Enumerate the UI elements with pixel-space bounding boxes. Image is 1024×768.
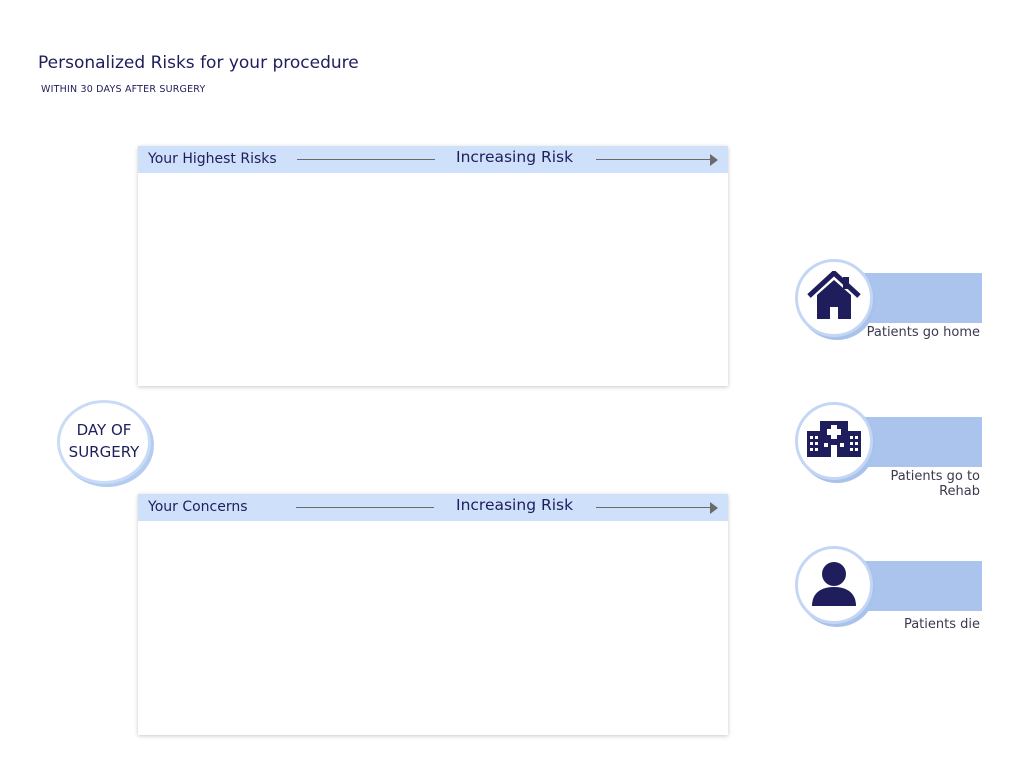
- arrow-right-icon: [710, 154, 718, 166]
- person-icon: [810, 559, 858, 611]
- increasing-risk-label: Increasing Risk: [456, 496, 574, 514]
- highest-risks-header: Your Highest Risks Increasing Risk: [138, 146, 728, 173]
- concerns-label: Your Concerns: [148, 499, 248, 515]
- page-subtitle: WITHIN 30 DAYS AFTER SURGERY: [41, 84, 206, 95]
- axis-line-left: [296, 507, 434, 508]
- increasing-risk-label: Increasing Risk: [456, 148, 574, 166]
- rehab-outcome-label: Patients go to Rehab: [890, 469, 980, 499]
- axis-line-right: [596, 159, 710, 160]
- rehab-outcome-label-line2: Rehab: [939, 484, 980, 499]
- axis-line-right: [596, 507, 710, 508]
- rehab-outcome-circle: [795, 402, 873, 480]
- hospital-icon: [807, 419, 861, 463]
- page-title: Personalized Risks for your procedure: [38, 53, 359, 73]
- axis-line-left: [297, 159, 435, 160]
- arrow-right-icon: [710, 502, 718, 514]
- highest-risks-panel: Your Highest Risks Increasing Risk: [138, 146, 728, 386]
- concerns-header: Your Concerns Increasing Risk: [138, 494, 728, 521]
- concerns-panel: Your Concerns Increasing Risk: [138, 494, 728, 735]
- home-icon: [807, 269, 861, 325]
- day-of-surgery-line1: DAY OF: [76, 421, 132, 439]
- home-outcome-circle: [795, 259, 873, 337]
- death-outcome-label: Patients die: [903, 617, 980, 632]
- day-of-surgery-marker: DAY OF SURGERY: [57, 400, 151, 484]
- highest-risks-label: Your Highest Risks: [148, 151, 277, 167]
- home-outcome-label: Patients go home: [866, 325, 980, 340]
- death-outcome-circle: [795, 546, 873, 624]
- rehab-outcome-label-line1: Patients go to: [890, 469, 980, 484]
- day-of-surgery-line2: SURGERY: [68, 443, 140, 461]
